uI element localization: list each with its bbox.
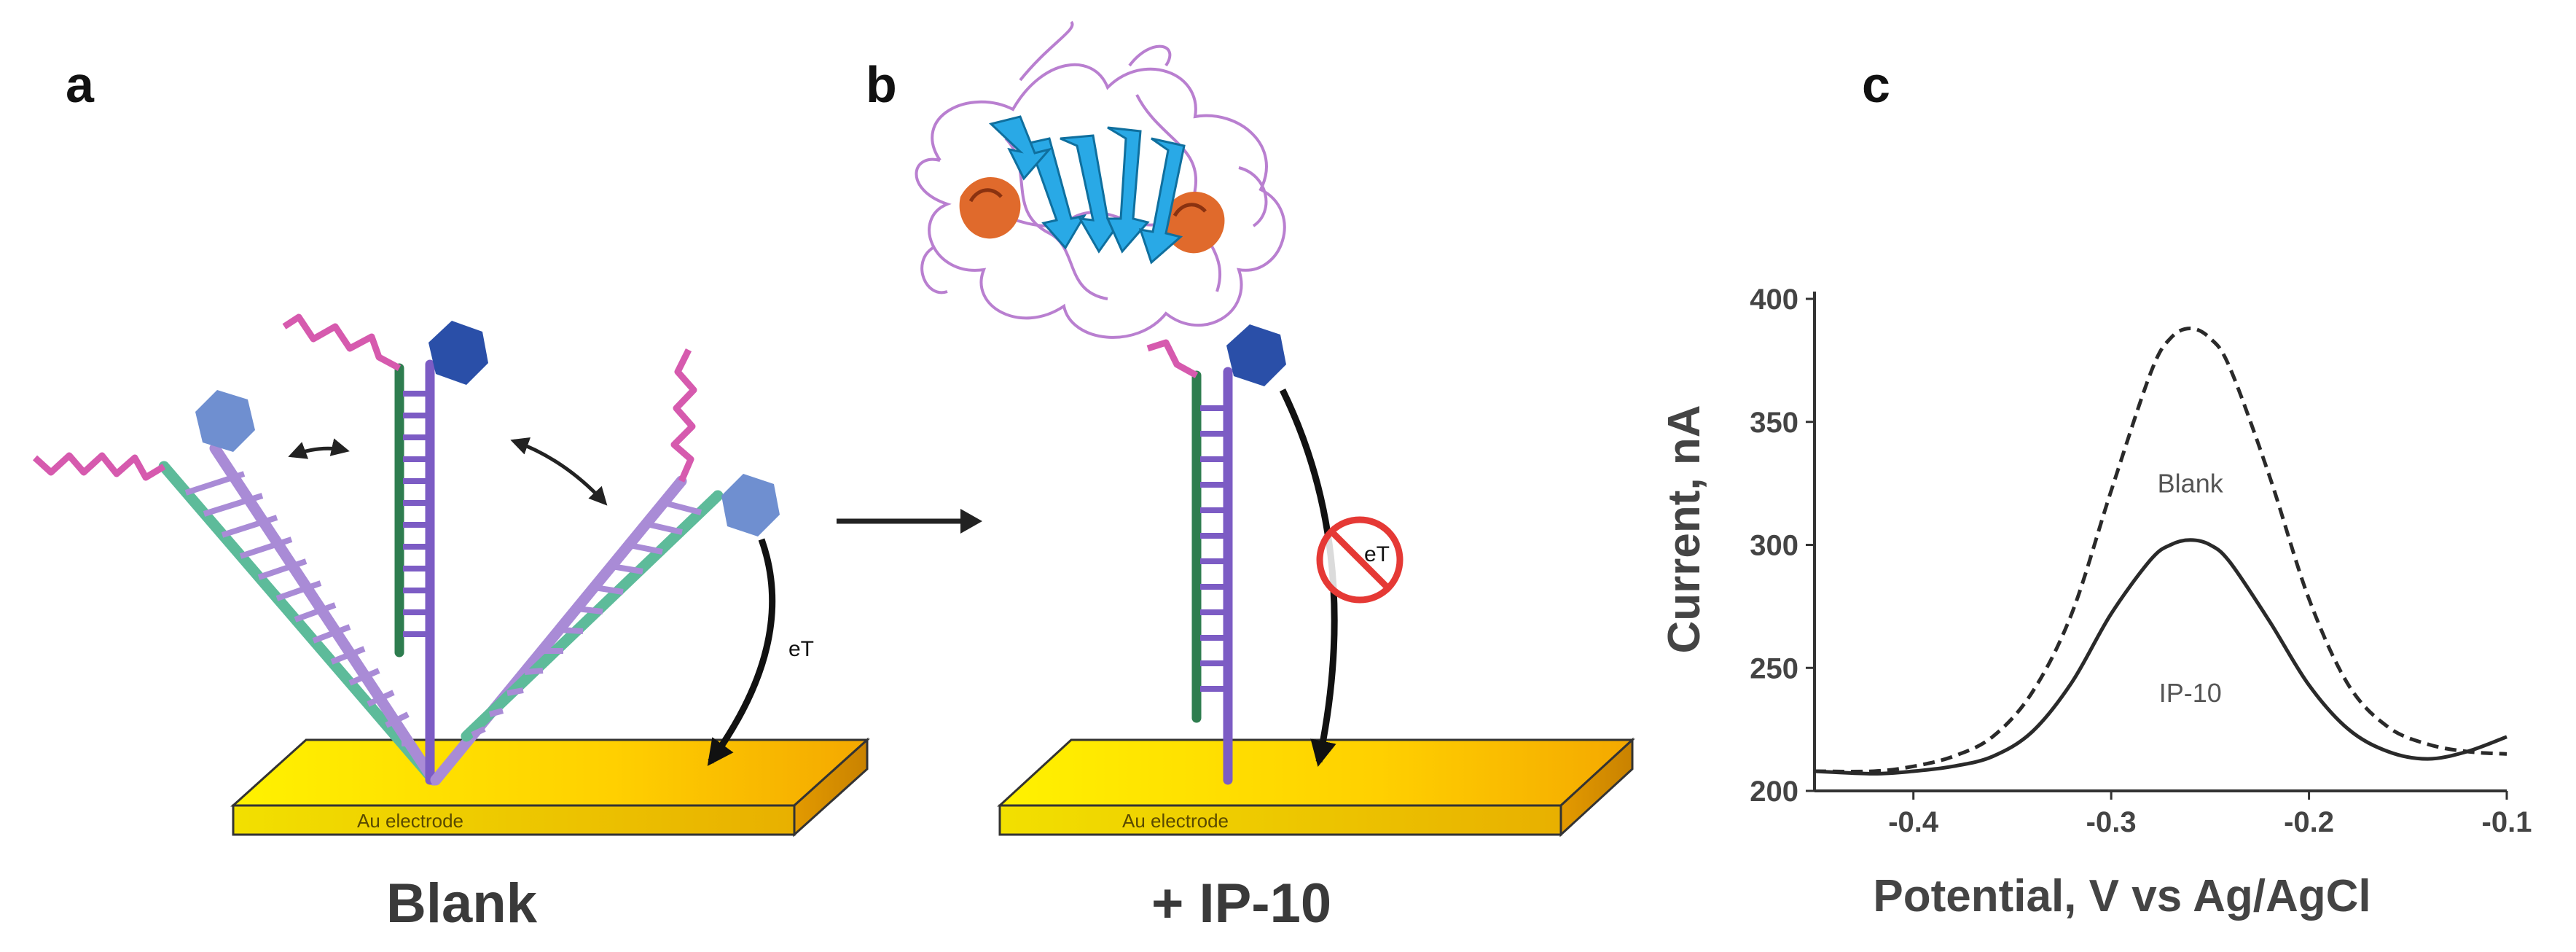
series-label-ip-10: IP-10 — [2159, 678, 2222, 708]
y-tick-label: 200 — [1750, 776, 1798, 808]
x-tick-label: -0.3 — [2086, 806, 2137, 838]
dna-duplex-bound — [1191, 367, 1233, 785]
gold-electrode — [230, 737, 870, 838]
transition-arrow — [837, 509, 982, 534]
dna-duplex-right — [430, 475, 724, 786]
forbidden-icon — [1316, 516, 1404, 604]
linker-center — [282, 313, 402, 371]
linker-right — [670, 348, 697, 483]
panel-a: a Au electrode — [32, 56, 870, 935]
series-label-blank: Blank — [2158, 469, 2224, 499]
x-tick-label: -0.4 — [1888, 806, 1939, 838]
panel-b: b Au electrode — [866, 20, 1635, 935]
et-label-blocked: eT — [1364, 542, 1390, 566]
redox-reporter-bound — [1226, 324, 1286, 386]
redox-reporter-center — [428, 321, 488, 385]
dna-duplex-center — [394, 359, 435, 785]
motion-arrow-left — [288, 438, 350, 459]
y-tick-label: 300 — [1750, 530, 1798, 562]
gold-electrode — [997, 737, 1635, 838]
electron-transfer-arrow — [707, 538, 776, 766]
caption-blank: Blank — [386, 873, 538, 935]
panel-letter-a: a — [66, 56, 95, 113]
motion-arrow-right — [510, 437, 608, 506]
y-tick-label: 250 — [1750, 652, 1798, 684]
redox-reporter-left — [195, 390, 255, 452]
dna-duplex-left — [158, 442, 439, 786]
chart-axes — [1813, 292, 2507, 792]
linker-left — [32, 452, 166, 481]
et-label: eT — [788, 637, 814, 661]
x-tick-label: -0.1 — [2482, 806, 2532, 838]
electrode-label: Au electrode — [357, 810, 463, 832]
linker-bound — [1146, 339, 1199, 378]
series-line-blank — [1814, 326, 2508, 773]
caption-ip10: + IP-10 — [1151, 873, 1331, 935]
electrode-label: Au electrode — [1122, 810, 1229, 832]
series-line-ip-10 — [1814, 538, 2508, 776]
y-tick-label: 350 — [1750, 407, 1798, 439]
panel-letter-c: c — [1862, 56, 1890, 113]
panel-letter-b: b — [866, 56, 897, 113]
x-tick-label: -0.2 — [2284, 806, 2334, 838]
redox-reporter-right — [721, 474, 780, 537]
y-tick-label: 400 — [1750, 284, 1798, 316]
ip10-protein — [915, 20, 1286, 339]
chart-ticks: 200 250 300 350 400 -0.4 -0.3 -0.2 -0.1 — [1750, 284, 2532, 838]
y-axis-title: Current, nA — [1659, 405, 1710, 654]
x-axis-title: Potential, V vs Ag/AgCl — [1873, 871, 2371, 921]
